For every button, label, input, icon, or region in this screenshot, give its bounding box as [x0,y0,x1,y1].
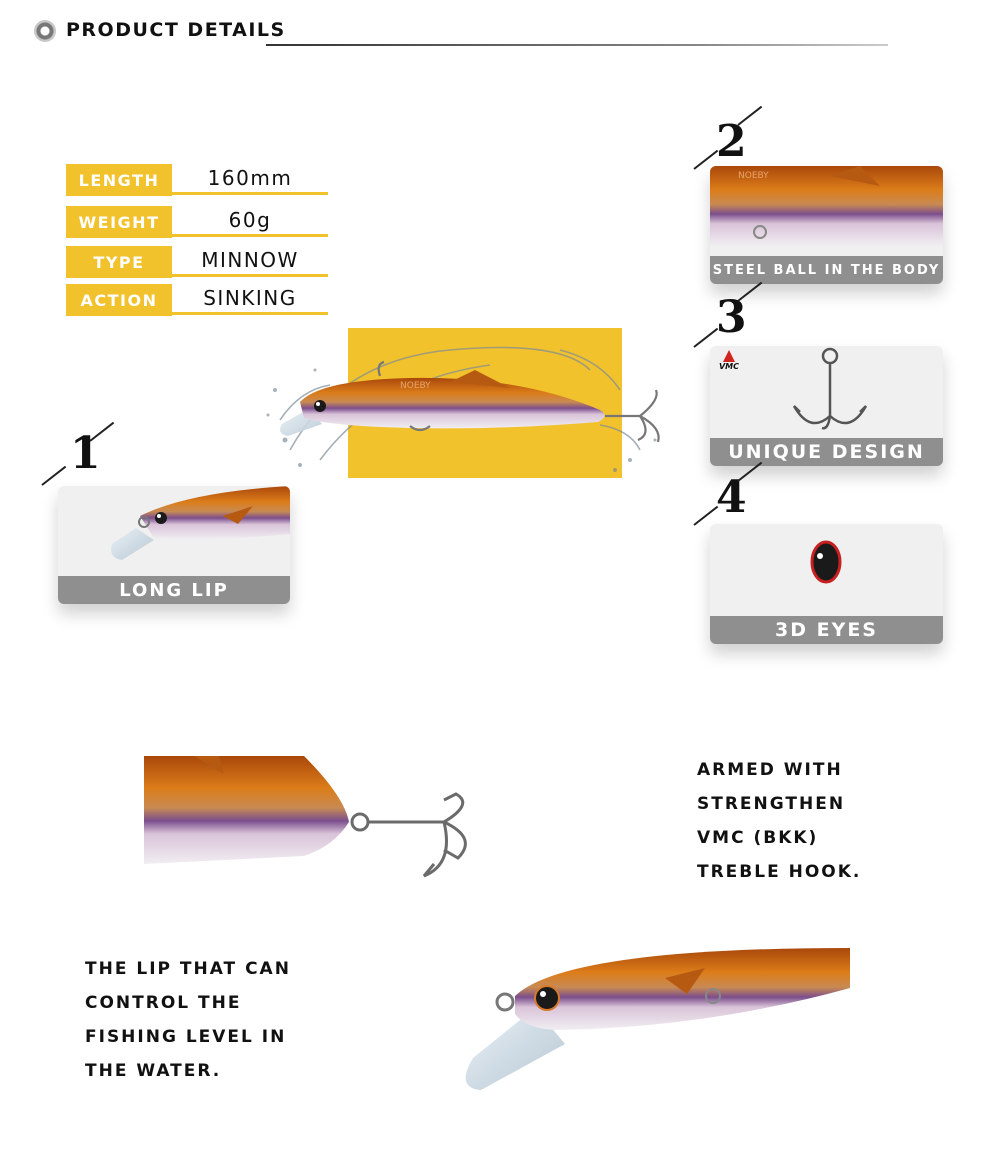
spec-label-weight: WEIGHT [66,206,172,238]
lip-feature-line: THE LIP THAT CAN [85,959,291,979]
detail-card-3d-eyes: 3D EYES [710,524,943,644]
detail-number-2: 2 [716,116,747,167]
page-title: PRODUCT DETAILS [66,19,286,41]
spec-value-type: MINNOW [172,246,328,277]
spec-value-weight: 60g [172,206,328,237]
hook-feature-line: ARMED WITH [697,760,843,780]
vmc-logo-icon [723,350,735,362]
hook-feature-line: STRENGTHEN [697,794,846,814]
caption-long-lip: LONG LIP [58,576,290,604]
treble-hook-icon [792,347,868,430]
spec-label-length: LENGTH [66,164,172,196]
header-divider [266,44,888,46]
eye-icon [810,540,842,584]
long-lip-image [111,486,290,560]
vmc-logo-text: VMC [718,362,740,371]
steel-ball-brand: NOEBY [738,171,769,181]
hook-feature-line: VMC (BKK) [697,828,819,848]
slash-decoration [41,465,67,486]
hero-lure-image: NOEBY [266,346,660,472]
hero-lure-brand: NOEBY [400,381,431,391]
caption-3d-eyes: 3D EYES [710,616,943,644]
spec-value-length: 160mm [172,164,328,195]
header-bullet-icon [34,20,56,42]
hook-feature-line: TREBLE HOOK. [697,862,862,882]
detail-card-steel-ball: NOEBY STEEL BALL IN THE BODY [710,166,943,284]
spec-value-action: SINKING [172,284,328,315]
detail-number-3: 3 [716,292,747,343]
detail-number-4: 4 [716,472,747,523]
slash-decoration [693,327,719,348]
hook-closeup-image [144,756,467,878]
spec-label-action: ACTION [66,284,172,316]
lip-closeup-image [465,948,850,1090]
caption-unique-design: UNIQUE DESIGN [710,438,943,466]
lip-feature-line: CONTROL THE [85,993,242,1013]
caption-steel-ball: STEEL BALL IN THE BODY [710,256,943,284]
vmc-logo: VMC [714,350,744,371]
lip-feature-line: THE WATER. [85,1061,222,1081]
lip-feature-text: THE LIP THAT CAN CONTROL THE FISHING LEV… [85,952,291,1088]
hook-feature-text: ARMED WITH STRENGTHEN VMC (BKK) TREBLE H… [697,753,861,889]
detail-card-unique-design: VMC UNIQUE DESIGN [710,346,943,466]
lip-feature-line: FISHING LEVEL IN [85,1027,287,1047]
spec-label-type: TYPE [66,246,172,278]
detail-card-long-lip: LONG LIP [58,486,290,604]
steel-ball-image: NOEBY [710,166,943,246]
slash-decoration [693,505,719,526]
